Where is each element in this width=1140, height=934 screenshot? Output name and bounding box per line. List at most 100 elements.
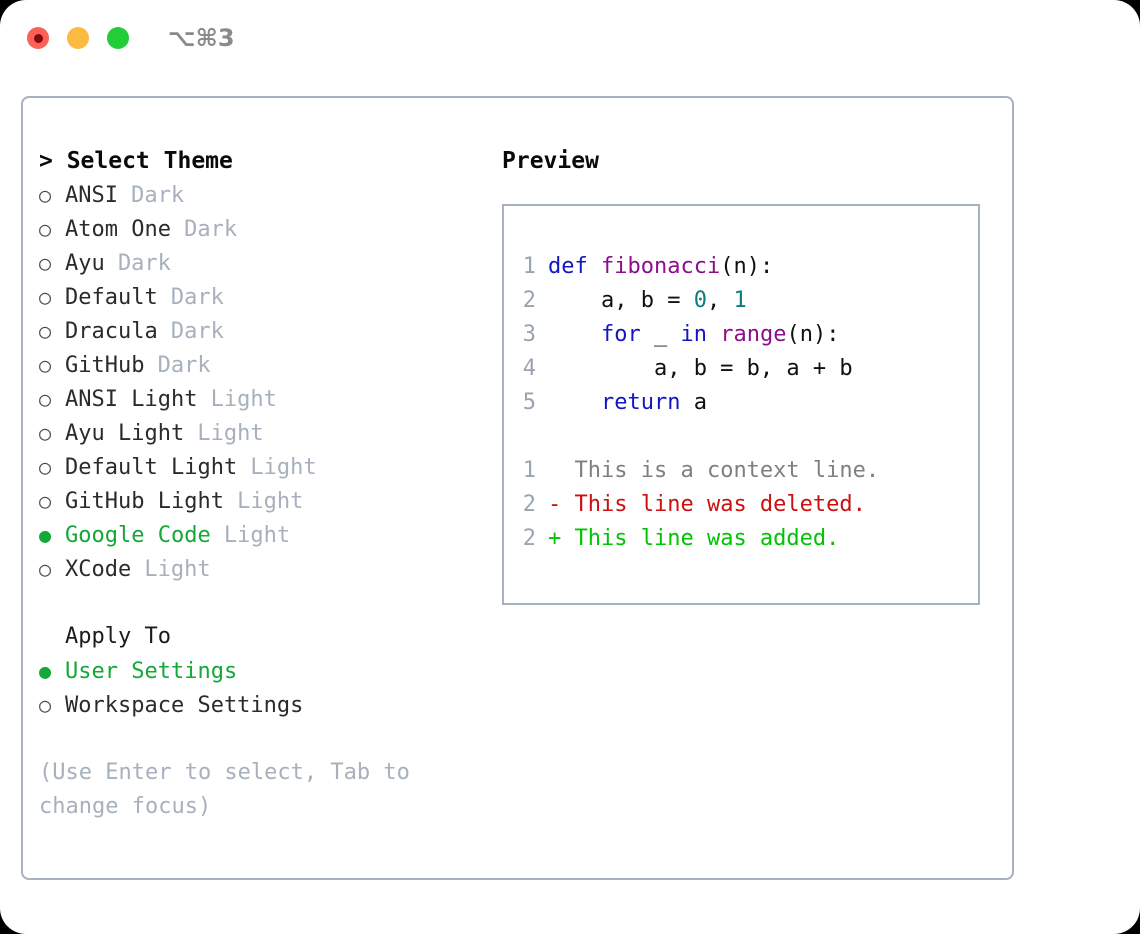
code-text: for _ in range(n): [548, 318, 839, 352]
theme-option-label: Google Code [65, 523, 211, 548]
preview-header: Preview [502, 148, 599, 174]
diff-marker: + [548, 526, 575, 551]
radio-unselected-icon: ○ [39, 319, 52, 343]
theme-option-label: ANSI Light [65, 387, 198, 412]
line-number: 5 [522, 390, 536, 415]
radio-unselected-icon: ○ [39, 353, 52, 377]
diff-marker: - [548, 492, 575, 517]
diff-text: This line was added. [574, 526, 840, 551]
keyboard-hint: (Use Enter to select, Tab to change focu… [39, 760, 424, 819]
theme-option-atom-one[interactable]: ○ Atom One Dark [39, 212, 479, 246]
code-text: a, b = 0, 1 [548, 284, 747, 318]
apply-to-list: ●User Settings ○ Workspace Settings [39, 654, 479, 722]
line-number: 2 [522, 288, 536, 313]
radio-unselected-icon: ○ [39, 251, 52, 275]
title-bar: ⌥⌘3 [0, 0, 1140, 78]
theme-option-tag: Light [250, 455, 317, 480]
theme-option-label: Default [65, 285, 158, 310]
apply-to-option-workspace-settings[interactable]: ○ Workspace Settings [39, 688, 479, 722]
theme-option-tag: Light [197, 421, 264, 446]
theme-option-label: GitHub [65, 353, 145, 378]
theme-option-tag: Light [210, 387, 277, 412]
code-text: a, b = b, a + b [548, 352, 853, 386]
select-theme-header: > Select Theme [39, 148, 233, 174]
line-number: 4 [522, 356, 536, 381]
line-number: 3 [522, 322, 536, 347]
theme-option-tag: Dark [170, 319, 224, 344]
radio-unselected-icon: ○ [39, 387, 52, 411]
theme-option-ayu-light[interactable]: ○ Ayu Light Light [39, 416, 479, 450]
diff-line: 1 This is a context line. [520, 454, 978, 488]
line-number: 1 [522, 254, 536, 279]
theme-option-label: Dracula [65, 319, 158, 344]
line-number: 1 [522, 458, 536, 483]
theme-option-tag: Dark [170, 285, 224, 310]
radio-unselected-icon: ○ [39, 183, 52, 207]
code-token: in [680, 322, 721, 347]
theme-option-tag: Dark [184, 217, 238, 242]
code-token: return [548, 390, 694, 415]
code-token: 0 [693, 288, 707, 313]
list-gap [39, 586, 479, 620]
theme-option-label: XCode [65, 557, 132, 582]
apply-to-option-label: User Settings [65, 659, 238, 684]
minimize-button[interactable] [67, 27, 89, 49]
theme-option-default[interactable]: ○ Default Dark [39, 280, 479, 314]
code-token: a, b = [548, 288, 694, 313]
code-token: 1 [733, 288, 747, 313]
radio-unselected-icon: ○ [39, 489, 52, 513]
radio-unselected-icon: ○ [39, 285, 52, 309]
code-line: 2 a, b = 0, 1 [520, 284, 978, 318]
theme-option-label: Atom One [65, 217, 171, 242]
theme-option-tag: Dark [117, 251, 171, 276]
code-diff-gap [520, 420, 978, 454]
close-button[interactable] [27, 27, 49, 49]
theme-option-ansi-light[interactable]: ○ ANSI Light Light [39, 382, 479, 416]
code-token: _ [653, 322, 681, 347]
radio-unselected-icon: ○ [39, 557, 52, 581]
code-text: def fibonacci(n): [548, 250, 773, 284]
theme-option-label: Ayu Light [65, 421, 185, 446]
radio-unselected-icon: ○ [39, 217, 52, 241]
code-token: def [548, 254, 601, 279]
diff-text: This is a context line. [574, 458, 880, 483]
line-number: 2 [522, 526, 536, 551]
code-text: return a [548, 386, 707, 420]
radio-unselected-icon: ○ [39, 693, 52, 717]
code-token: fibonacci [600, 254, 721, 279]
theme-option-label: Default Light [65, 455, 238, 480]
apply-to-option-user-settings[interactable]: ●User Settings [39, 654, 479, 688]
code-token: , [706, 288, 734, 313]
code-line: 1 def fibonacci(n): [520, 250, 978, 284]
code-token: a, b = b, a + b [548, 356, 853, 381]
traffic-lights [27, 27, 129, 49]
maximize-button[interactable] [107, 27, 129, 49]
theme-option-tag: Light [237, 489, 304, 514]
radio-selected-icon: ● [39, 523, 52, 547]
diff-sample: 1 This is a context line.2- This line wa… [520, 454, 978, 556]
theme-option-dracula[interactable]: ○ Dracula Dark [39, 314, 479, 348]
diff-line: 2- This line was deleted. [520, 488, 978, 522]
code-token: for [548, 322, 654, 347]
apply-to-option-label: Workspace Settings [65, 693, 304, 718]
code-token: range [720, 322, 787, 347]
code-line: 5 return a [520, 386, 978, 420]
theme-option-tag: Dark [131, 183, 185, 208]
code-line: 4 a, b = b, a + b [520, 352, 978, 386]
code-token: (n): [720, 254, 774, 279]
radio-unselected-icon: ○ [39, 421, 52, 445]
code-token: (n): [786, 322, 840, 347]
